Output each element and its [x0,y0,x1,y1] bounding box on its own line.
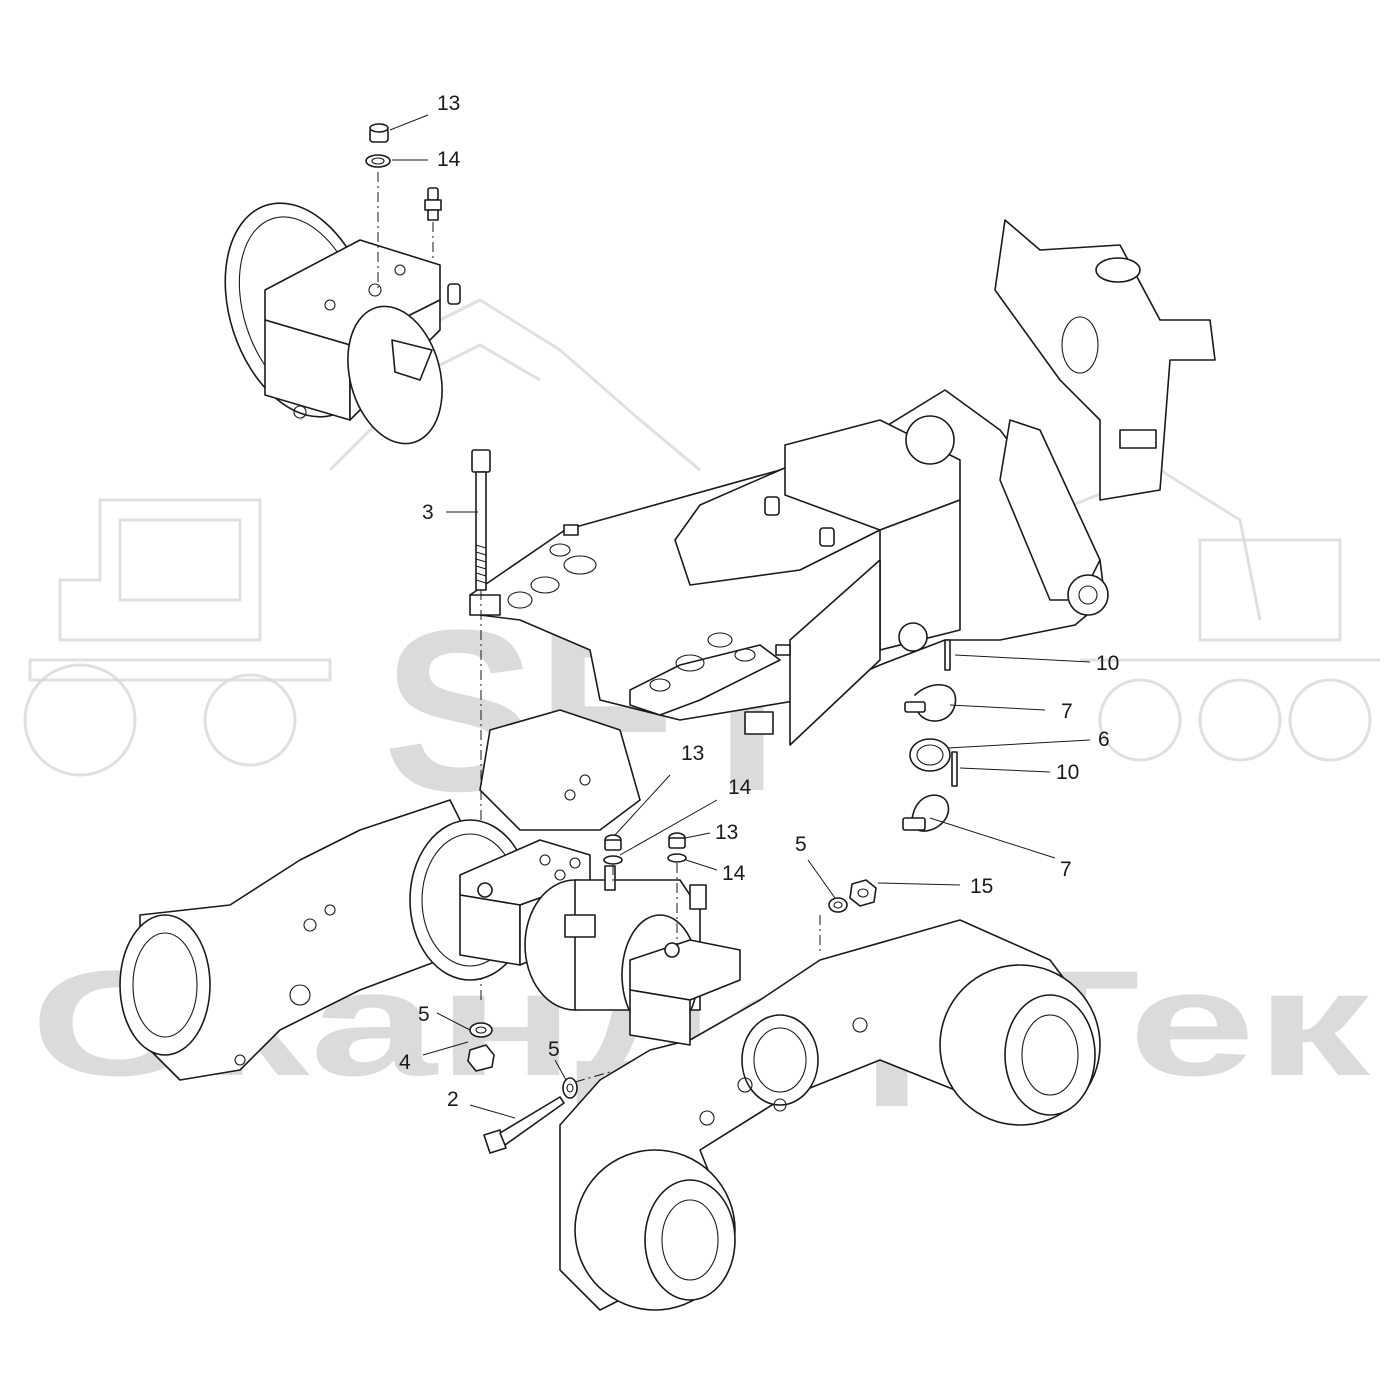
front-chassis-frame [469,219,1216,746]
callout-5-right: 5 [795,833,807,856]
plug-13-top [369,123,389,143]
pivot-clevis-7-top [904,683,957,722]
center-differential [409,709,741,1046]
callout-15: 15 [970,875,993,898]
nut-15 [849,879,877,907]
watermark-excavator-outline [23,298,1380,777]
washer-5-right [828,897,848,913]
callout-14-top: 14 [437,148,461,171]
callout-3: 3 [422,501,434,524]
callout-13-top: 13 [437,92,460,115]
nut-4 [467,1044,495,1072]
plug-13-center-right [668,832,686,849]
seal-washer-14-top [365,154,391,168]
callout-4: 4 [399,1051,411,1074]
breather-fitting [424,187,442,221]
callout-7-upper: 7 [1061,700,1073,723]
callout-14-center-right: 14 [722,862,746,885]
upper-differential-housing [224,202,461,445]
rear-tandem-axle [119,799,1101,1311]
callout-10-upper: 10 [1096,652,1119,675]
pivot-clevis-7-bottom [902,794,950,832]
lock-pin-10-top [944,639,951,671]
lock-pin-10-bottom [951,751,958,787]
callout-13-center-left: 13 [681,742,704,765]
bolt-3 [471,449,491,591]
callout-13-center-right: 13 [715,821,738,844]
callout-5-bolt: 5 [548,1038,560,1061]
washer-5-lower-left [469,1022,493,1038]
bolt-2 [483,1096,565,1154]
pivot-ring-6 [909,738,951,772]
callout-14-center-left: 14 [728,776,752,799]
callout-2: 2 [447,1088,459,1111]
callout-10-lower: 10 [1056,761,1079,784]
washer-5-bolt [562,1077,578,1099]
plug-13-center-left [604,834,622,851]
callout-5-lower-left: 5 [418,1003,430,1026]
seal-washer-14-center-left [603,855,623,865]
callout-6: 6 [1098,728,1110,751]
seal-washer-14-center-right [667,853,687,863]
leader-lines [389,114,1091,1119]
callout-labels: 13 14 3 10 7 6 10 13 14 13 14 5 15 7 5 4… [399,92,1119,1111]
callout-7-lower: 7 [1060,858,1072,881]
